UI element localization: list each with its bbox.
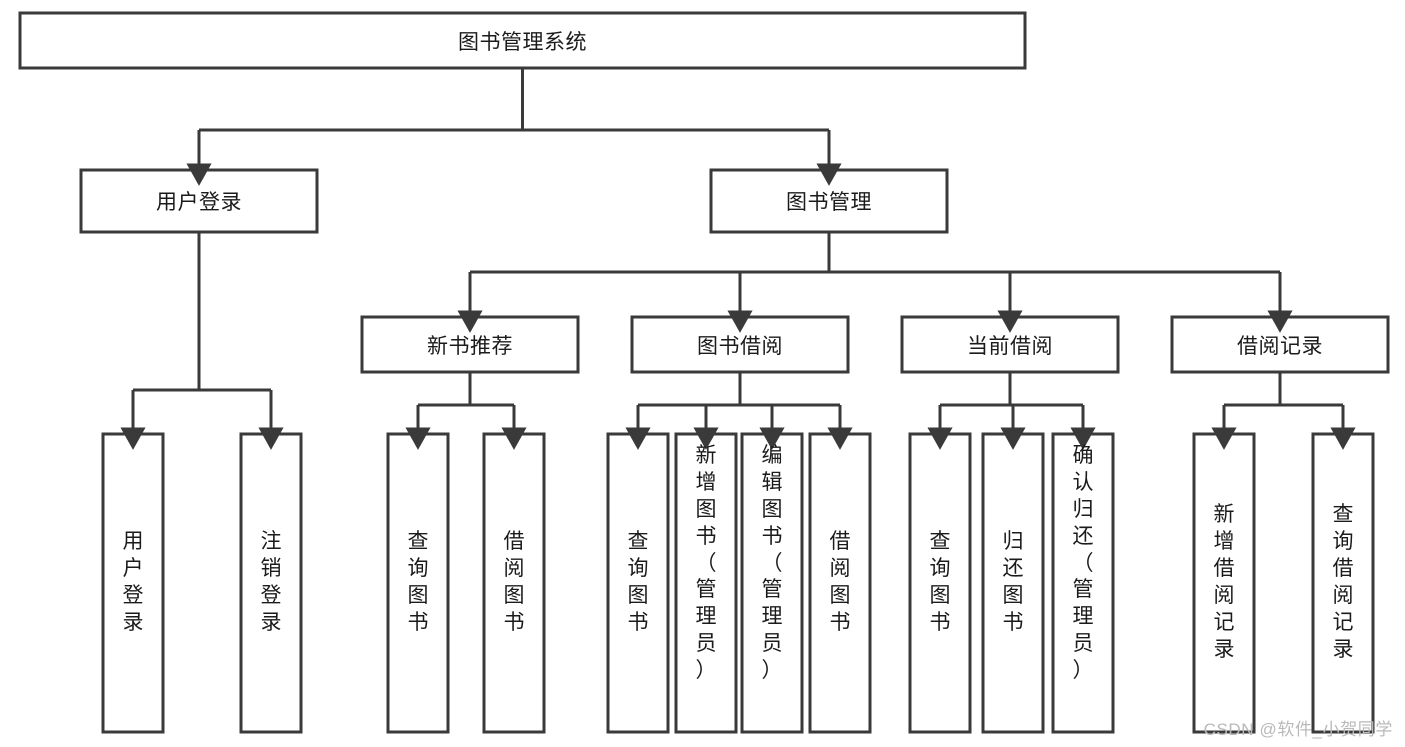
node-box-leaf-edit-book [740, 432, 804, 734]
node-box-root [18, 11, 1027, 70]
node-box-leaf-query-borrow-record [1311, 432, 1375, 734]
node-box-book-management [709, 168, 949, 234]
node-box-leaf-query-book-borrow [606, 432, 670, 734]
node-box-leaf-add-borrow-record [1192, 432, 1256, 734]
node-box-leaf-user-login [101, 432, 165, 734]
node-box-borrow-record [1170, 315, 1390, 374]
node-box-leaf-query-book-recommend [386, 432, 450, 734]
node-box-leaf-borrow-book-recommend [482, 432, 546, 734]
node-box-new-book-recommend [360, 315, 580, 374]
node-box-leaf-return-book [981, 432, 1045, 734]
node-box-leaf-logout [239, 432, 303, 734]
watermark: CSDN @软件_小贺同学 [1203, 720, 1393, 739]
node-box-user-login [79, 168, 319, 234]
boxes-layer [18, 11, 1390, 734]
node-box-current-borrow [900, 315, 1120, 374]
node-box-leaf-query-book-current [908, 432, 972, 734]
connectors-layer [120, 68, 1356, 450]
node-box-leaf-add-book [674, 432, 738, 734]
node-box-book-borrow [630, 315, 850, 374]
node-box-leaf-confirm-return [1051, 432, 1115, 734]
node-box-leaf-borrow-book [808, 432, 872, 734]
